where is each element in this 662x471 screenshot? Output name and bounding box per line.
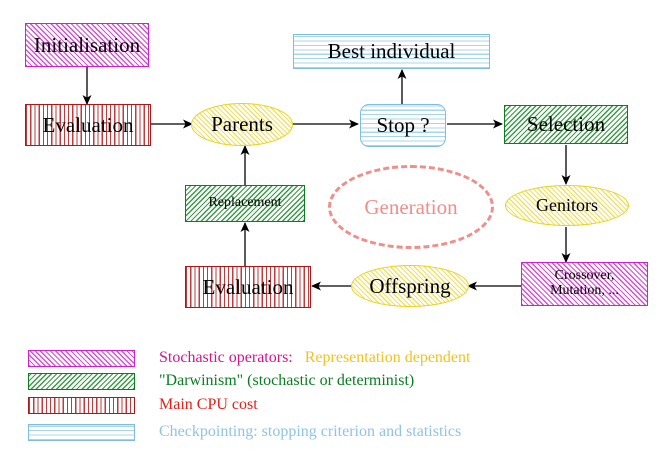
legend-swatch-red-vertical (28, 396, 135, 414)
legend-label-darwinism: "Darwinism" (stochastic or determinist) (159, 372, 415, 389)
legend-label-representation-dependent: Representation dependent (304, 349, 471, 366)
operators-line-2: Mutation, ... (550, 283, 619, 298)
legend-swatch-blue-horizontal (28, 423, 135, 441)
node-crossover-mutation[interactable]: Crossover, Mutation, ... (521, 262, 648, 306)
legend-label-cpu-cost: Main CPU cost (159, 396, 258, 413)
node-offspring[interactable]: Offspring (351, 265, 469, 307)
legend-row-darwinism: "Darwinism" (stochastic or determinist) (28, 372, 414, 390)
generation-label: Generation (364, 194, 458, 219)
node-stop[interactable]: Stop ? (360, 104, 446, 147)
node-genitors[interactable]: Genitors (505, 185, 629, 226)
legend-label-stochastic-operators: Stochastic operators: (159, 349, 293, 366)
node-selection[interactable]: Selection (504, 105, 628, 144)
legend-swatch-green-diagonal (28, 372, 135, 390)
node-evaluation-bottom[interactable]: Evaluation (185, 266, 311, 308)
node-generation-boundary: Generation (328, 165, 494, 249)
legend-row-checkpointing: Checkpointing: stopping criterion and st… (28, 423, 461, 441)
legend-label-checkpointing: Checkpointing: stopping criterion and st… (159, 423, 462, 440)
node-replacement[interactable]: Replacement (185, 185, 305, 222)
legend-row-stochastic-operators: Stochastic operators: Representation dep… (28, 349, 470, 367)
legend-row-cpu-cost: Main CPU cost (28, 396, 258, 414)
operators-line-1: Crossover, (554, 268, 615, 284)
node-parents[interactable]: Parents (191, 103, 293, 146)
node-best-individual[interactable]: Best individual (293, 34, 490, 69)
node-initialisation[interactable]: Initialisation (25, 23, 149, 67)
legend-swatch-magenta-diagonal (28, 349, 135, 367)
node-evaluation-top[interactable]: Evaluation (25, 104, 151, 146)
